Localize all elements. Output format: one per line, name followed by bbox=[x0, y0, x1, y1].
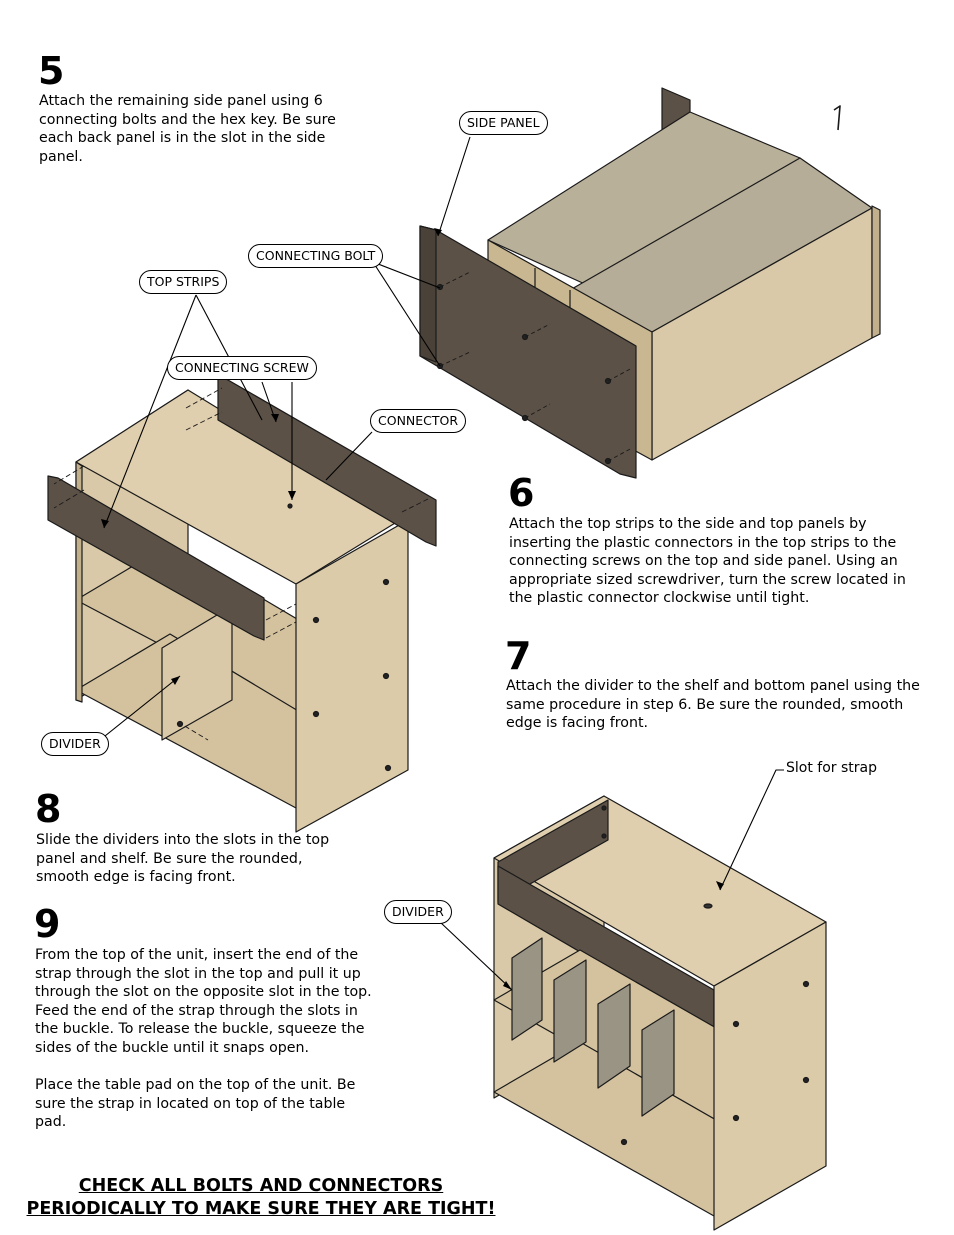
step-text-7: Attach the divider to the shelf and bott… bbox=[506, 678, 920, 732]
step-number-5: 5 bbox=[38, 49, 65, 93]
step-text-9: From the top of the unit, insert the end… bbox=[35, 947, 372, 1131]
callout-side-panel: SIDE PANEL bbox=[459, 111, 548, 135]
callout-connecting-bolt: CONNECTING BOLT bbox=[248, 244, 384, 268]
step-number-6: 6 bbox=[508, 471, 535, 515]
step-text-8: Slide the dividers into the slots in the… bbox=[36, 832, 330, 886]
callout-top-strips: TOP STRIPS bbox=[139, 270, 228, 294]
step-number-8: 8 bbox=[35, 787, 62, 831]
step6-drawing bbox=[47, 375, 437, 833]
step-text-6: Attach the top strips to the side and to… bbox=[509, 516, 906, 607]
step5-drawing bbox=[419, 87, 881, 479]
step8-drawing bbox=[493, 795, 827, 1231]
step-number-9: 9 bbox=[34, 902, 61, 946]
label-slot-for-strap: Slot for strap bbox=[786, 760, 877, 776]
warning-line-1: CHECK ALL BOLTS AND CONNECTORS bbox=[78, 1176, 444, 1196]
warning-line-2: PERIODICALLY TO MAKE SURE THEY ARE TIGHT… bbox=[26, 1199, 496, 1219]
callout-divider-step7: DIVIDER bbox=[41, 732, 109, 756]
callout-connecting-screw: CONNECTING SCREW bbox=[167, 356, 317, 380]
step-number-7: 7 bbox=[505, 634, 532, 678]
step-text-5: Attach the remaining side panel using 6 … bbox=[39, 93, 336, 165]
callout-divider-step8: DIVIDER bbox=[384, 900, 452, 924]
callout-connector: CONNECTOR bbox=[370, 409, 467, 433]
